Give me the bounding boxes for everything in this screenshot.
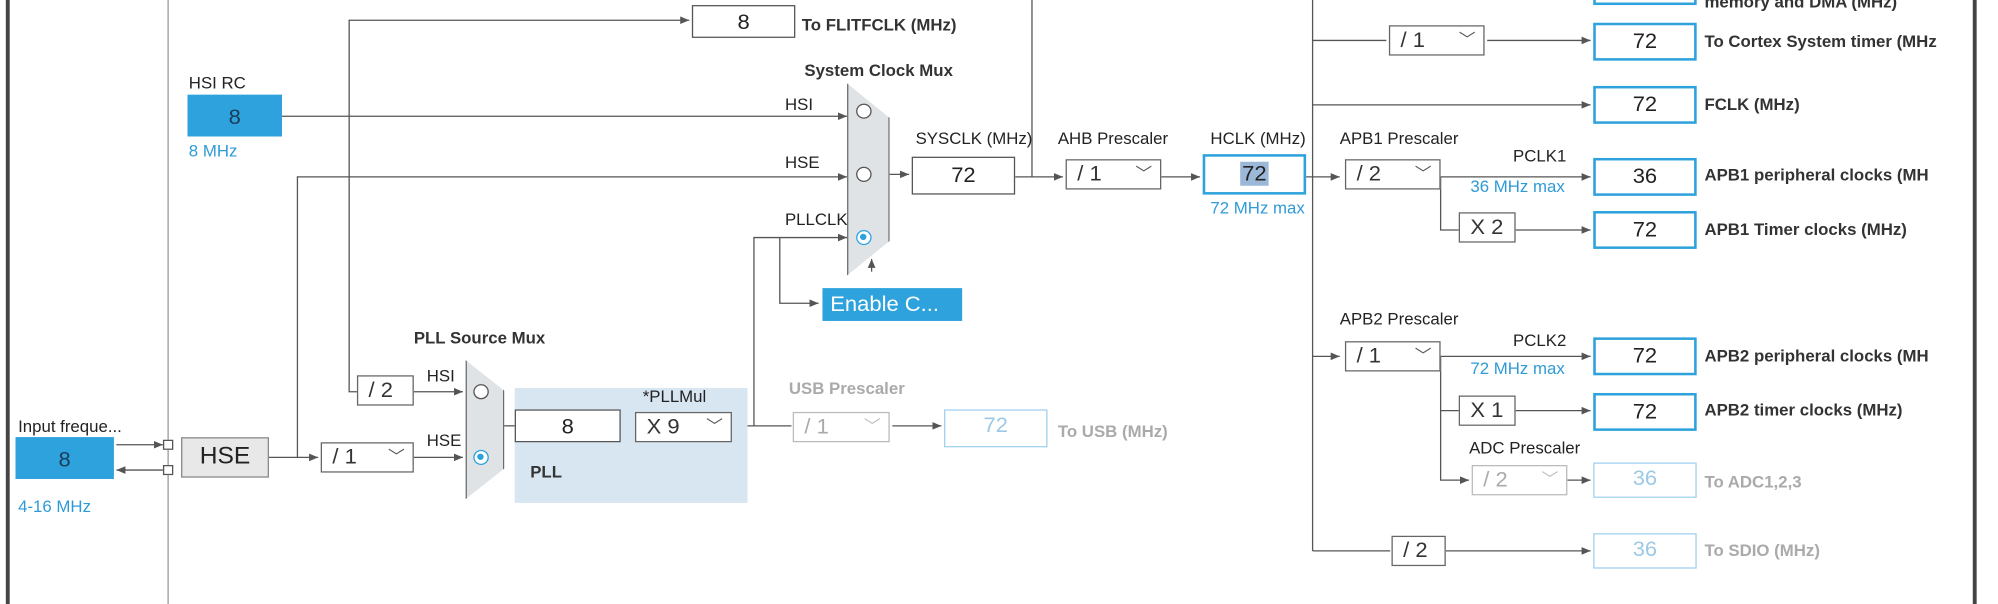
dma-label-partial: memory and DMA (MHz) [1704,0,1898,12]
hse-divider-select[interactable]: / 1 ﹀ [320,442,414,473]
usb-prescaler-select[interactable]: / 1 ﹀ [792,411,890,443]
cortex-timer-divider-select[interactable]: / 1 ﹀ [1388,25,1485,56]
hsi-rc-label: HSI RC [188,73,246,93]
chevron-down-icon: ﹀ [863,416,881,436]
apb2-timer-output: 72 [1593,392,1697,431]
pclk1-label: PCLK1 [1513,146,1567,166]
sys-mux-hse-label: HSE [784,152,820,172]
apb2-prescaler-select[interactable]: / 1 ﹀ [1344,341,1441,372]
apb1-peripheral-label: APB1 peripheral clocks (MH [1704,165,1929,185]
usb-output: 72 [944,409,1048,448]
apb2-prescaler-value: / 1 [1356,343,1382,368]
input-frequency-range: 4-16 MHz [18,496,91,516]
cortex-divider-value: / 1 [1400,27,1425,52]
sysclk-label: SYSCLK (MHz) [915,128,1033,148]
sysclk-value: 72 [911,156,1016,195]
chevron-down-icon: ﹀ [1414,346,1432,366]
pclk1-max: 36 MHz max [1470,176,1565,196]
pllmul-label: *PLLMul [642,386,707,406]
pllmul-value: X 9 [646,414,680,439]
usb-prescaler-label: USB Prescaler [788,379,905,399]
hclk-label: HCLK (MHz) [1210,128,1306,148]
system-clock-mux-title: System Clock Mux [804,60,953,80]
input-frequency-label: Input freque... [18,416,122,436]
cortex-timer-output: 72 [1593,22,1697,61]
apb1-prescaler-value: / 2 [1356,161,1382,186]
hsi-rc-value: 8 [187,94,282,137]
pll-input-value: 8 [514,409,621,443]
sysclk-hsi-radio[interactable] [856,103,872,119]
hclk-value: 72 [1239,161,1270,186]
hse-port-out [162,465,174,476]
enable-css-button[interactable]: Enable C... [822,288,963,321]
chevron-down-icon: ﹀ [706,416,723,436]
pll-source-mux-title: PLL Source Mux [413,328,546,348]
chevron-down-icon: ﹀ [1135,164,1153,184]
adc-output: 36 [1593,462,1697,498]
flitfclk-label: To FLITFCLK (MHz) [801,15,957,35]
ahb-prescaler-label: AHB Prescaler [1057,128,1169,148]
sysclk-hse-radio[interactable] [856,166,872,182]
ahb-prescaler-value: / 1 [1077,161,1102,186]
chevron-down-icon: ﹀ [1458,30,1476,50]
pll-panel [514,387,748,503]
ahb-prescaler-select[interactable]: / 1 ﹀ [1065,159,1162,190]
pll-source-hsi-radio[interactable] [473,384,489,400]
apb1-timer-label: APB1 Timer clocks (MHz) [1704,219,1907,239]
hse-divider-value: / 1 [332,444,357,469]
adc-prescaler-select[interactable]: / 2 ﹀ [1471,465,1568,496]
hse-port-in [162,439,174,450]
fclk-label: FCLK (MHz) [1704,94,1800,114]
apb1-timer-multiplier: X 2 [1458,212,1516,243]
apb1-timer-output: 72 [1593,211,1697,249]
apb1-prescaler-select[interactable]: / 2 ﹀ [1344,159,1441,190]
pll-mux-hsi-label: HSI [426,366,455,386]
pll-mux-hse-label: HSE [426,430,462,450]
apb2-peripheral-output: 72 [1593,337,1697,376]
adc-prescaler-label: ADC Prescaler [1469,438,1581,458]
chevron-down-icon: ﹀ [1414,164,1432,184]
apb1-prescaler-label: APB1 Prescaler [1339,128,1459,148]
pclk2-label: PCLK2 [1513,331,1567,351]
sys-mux-pllclk-label: PLLCLK [784,209,848,229]
sdio-divider-box: / 2 [1391,535,1446,567]
chevron-down-icon: ﹀ [1541,470,1559,490]
usb-label: To USB (MHz) [1057,422,1168,441]
adc-label: To ADC1,2,3 [1704,472,1802,492]
pclk2-max: 72 MHz max [1470,358,1565,378]
input-frequency-field[interactable]: 8 [15,437,114,479]
sdio-label: To SDIO (MHz) [1704,540,1820,560]
apb2-timer-multiplier: X 1 [1458,395,1516,426]
hsi-div2-box: / 2 [356,375,414,406]
dma-clock-output [1593,0,1697,6]
cortex-timer-label: To Cortex System timer (MHz [1704,31,1937,51]
flitfclk-output: 8 [691,5,796,38]
sdio-output: 36 [1593,533,1697,569]
usb-prescaler-value: / 1 [804,414,829,439]
apb2-prescaler-label: APB2 Prescaler [1339,309,1459,329]
fclk-output: 72 [1593,85,1697,124]
apb2-timer-label: APB2 timer clocks (MHz) [1704,400,1903,420]
hse-block: HSE [181,437,269,478]
chevron-down-icon: ﹀ [387,447,405,467]
pllmul-select[interactable]: X 9 ﹀ [634,411,732,443]
pll-source-hse-radio[interactable] [473,449,489,466]
hsi-rc-note: 8 MHz [188,141,238,161]
apb1-peripheral-output: 36 [1593,157,1697,196]
sysclk-pllclk-radio[interactable] [856,229,872,246]
adc-prescaler-value: / 2 [1483,467,1508,492]
hclk-field[interactable]: 72 [1202,154,1307,195]
sys-mux-hsi-label: HSI [784,94,813,114]
hclk-max: 72 MHz max [1210,198,1305,218]
pll-label: PLL [530,462,562,482]
apb2-peripheral-label: APB2 peripheral clocks (MH [1704,346,1929,366]
